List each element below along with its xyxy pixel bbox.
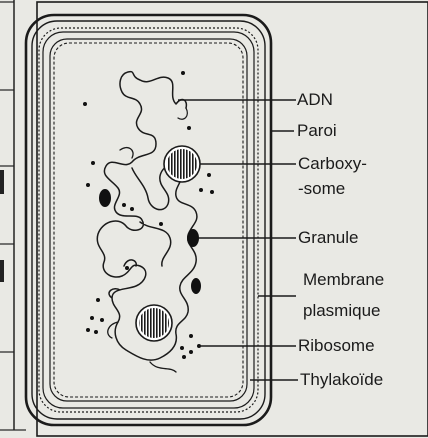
label-carboxysome-1: Carboxy- bbox=[298, 154, 367, 174]
page-margin-fragment bbox=[0, 0, 26, 430]
plasma-membrane bbox=[39, 28, 258, 412]
label-ribosome: Ribosome bbox=[298, 336, 375, 356]
label-membrane-1: Membrane bbox=[303, 270, 384, 290]
granule-1 bbox=[99, 189, 111, 207]
label-thylakoide: Thylakoïde bbox=[300, 370, 383, 390]
label-paroi: Paroi bbox=[297, 121, 337, 141]
label-adn: ADN bbox=[297, 90, 333, 110]
plasma-membrane-outer bbox=[43, 32, 254, 408]
label-granule: Granule bbox=[298, 228, 358, 248]
label-carboxysome-2: -some bbox=[298, 179, 345, 199]
carboxysome-upper bbox=[164, 146, 200, 182]
thylakoid-membrane-1 bbox=[50, 39, 247, 401]
granule-3 bbox=[191, 278, 201, 294]
cell-wall bbox=[26, 15, 271, 425]
thylakoid-membrane-2 bbox=[54, 43, 243, 397]
carboxysome-lower bbox=[136, 305, 172, 341]
label-membrane-2: plasmique bbox=[303, 301, 381, 321]
granule-2 bbox=[187, 229, 199, 247]
